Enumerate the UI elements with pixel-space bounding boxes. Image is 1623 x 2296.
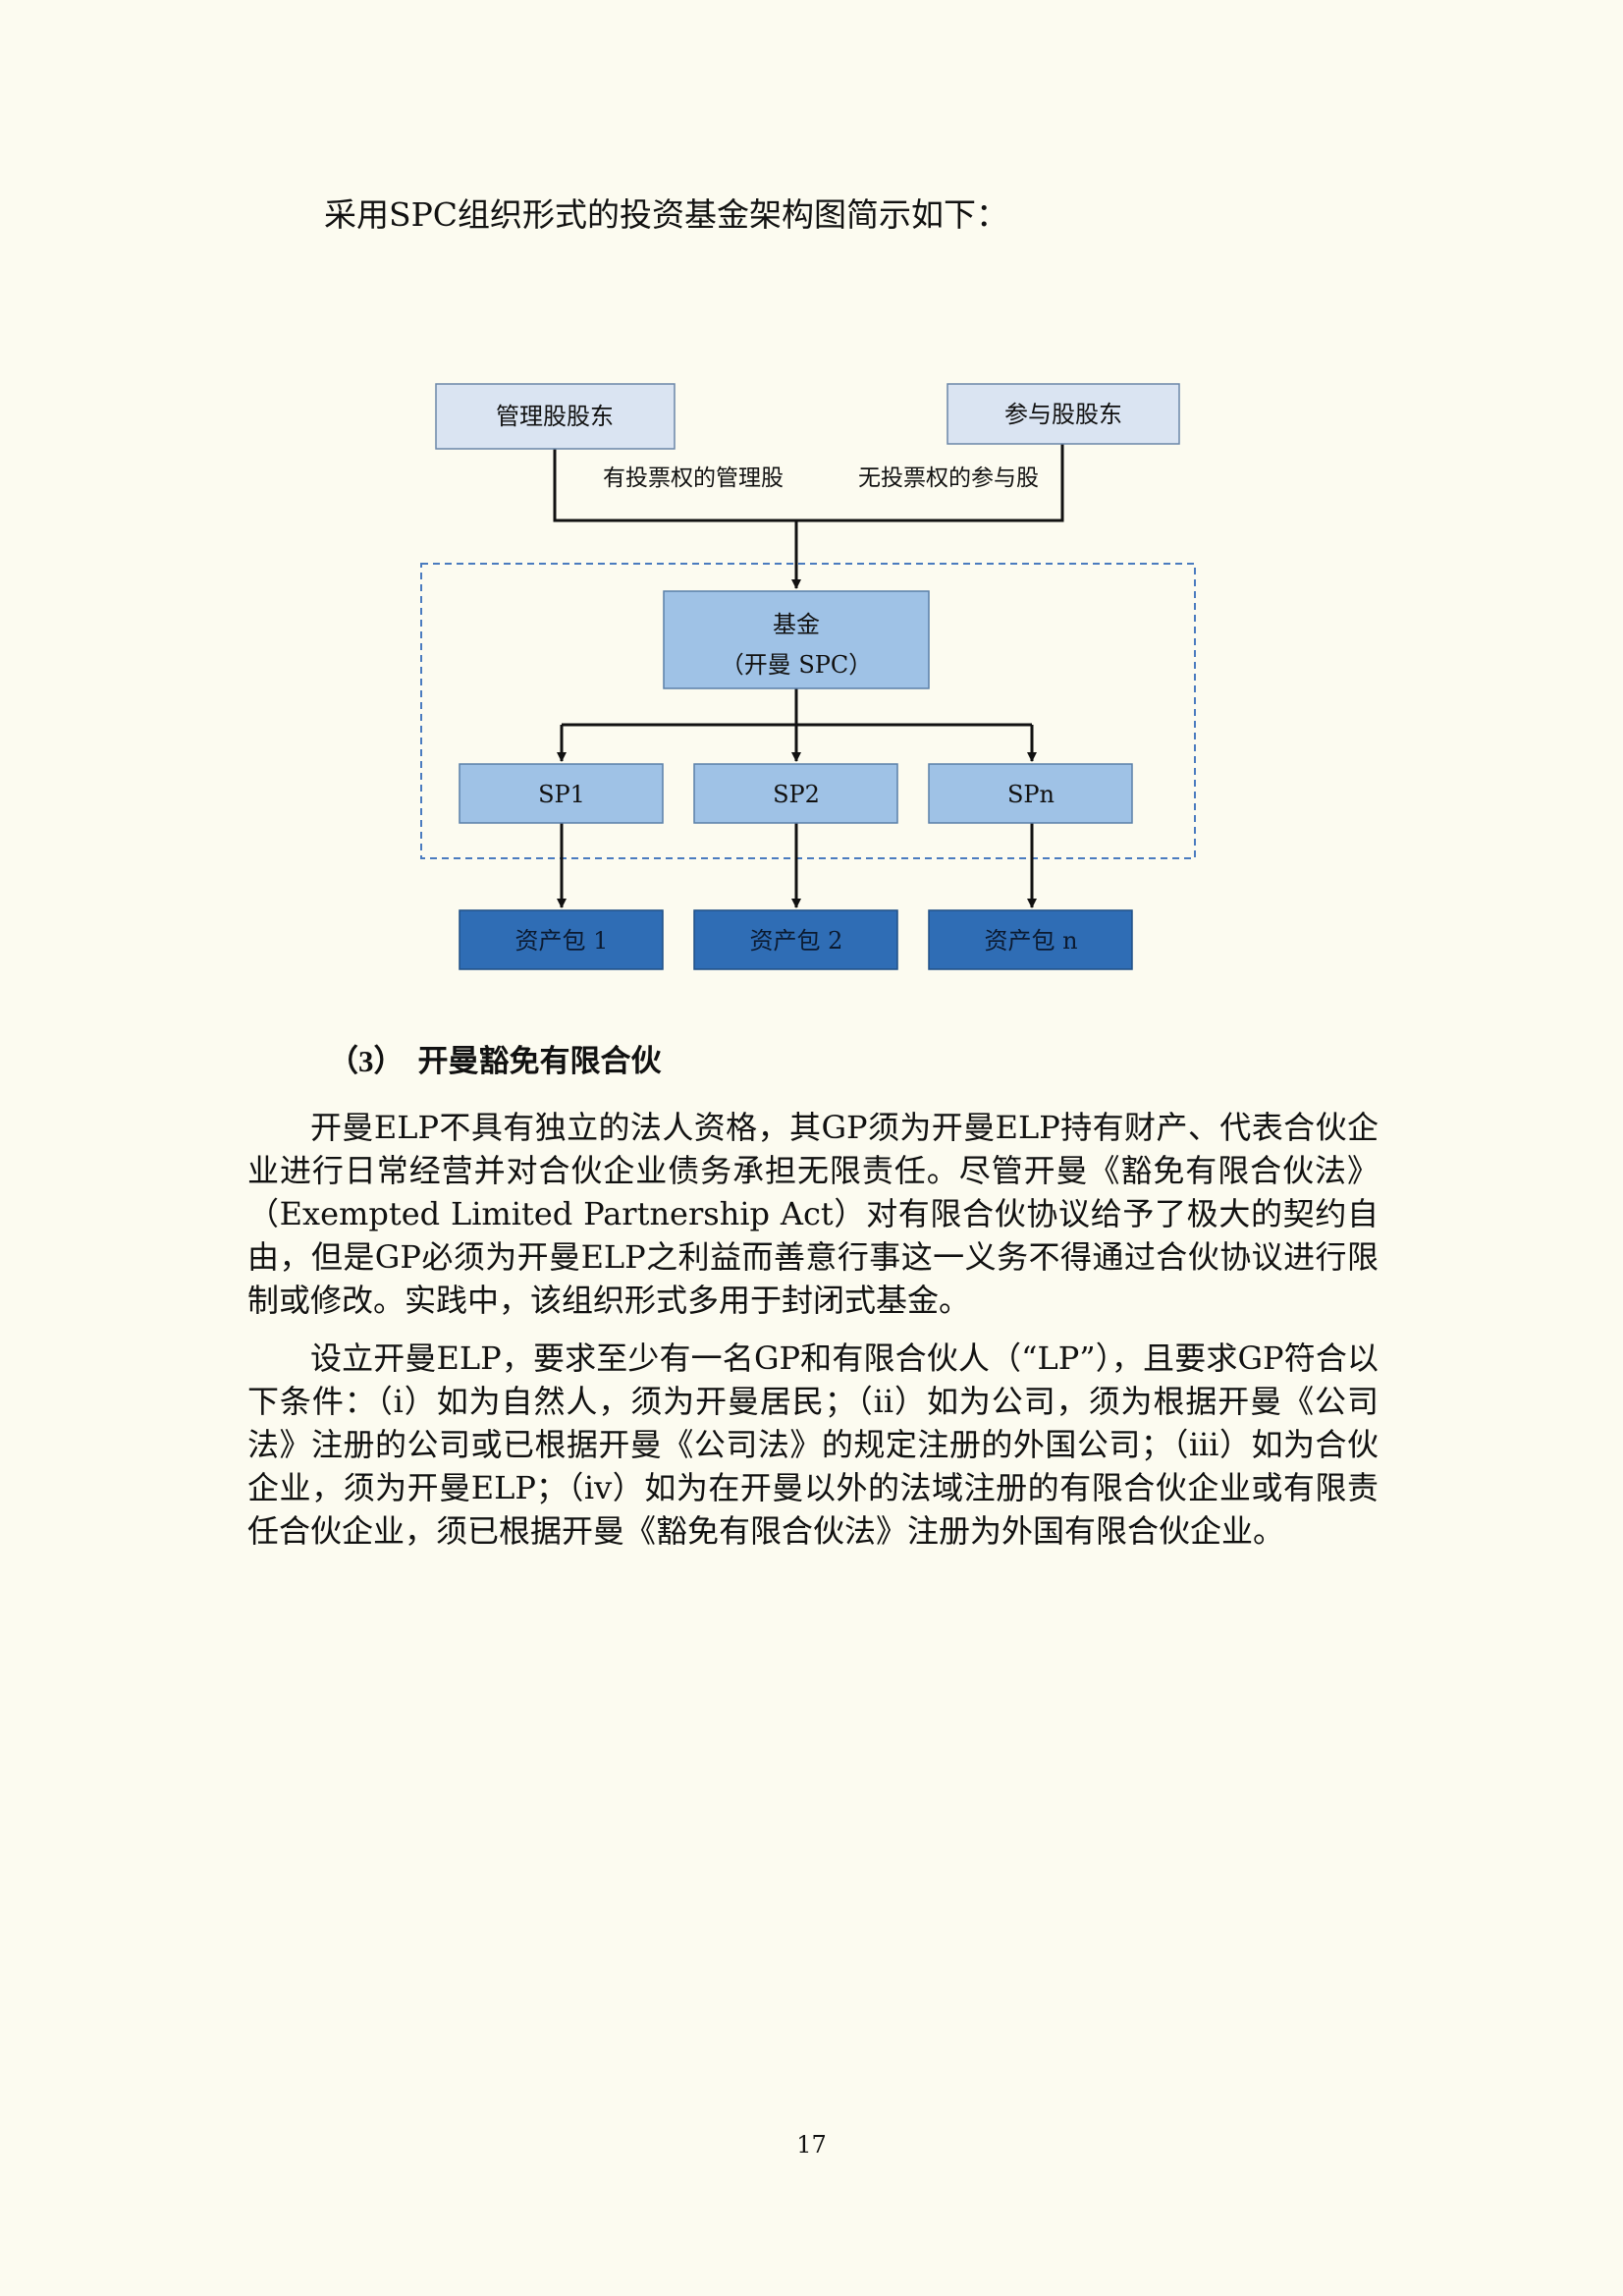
management-shareholder-box: 管理股股东 (435, 383, 676, 450)
portfolio-box-sp2: SP2 (693, 763, 898, 824)
participating-shareholder-label: 参与股股东 (1004, 401, 1122, 428)
connectors (553, 444, 1064, 908)
fund-sublabel: （开曼 SPC） (721, 651, 873, 679)
page-number: 17 (796, 2131, 827, 2159)
asset-box-1: 资产包 1 (459, 909, 664, 970)
management-connector (553, 444, 1064, 522)
fund-label: 基金 (773, 611, 820, 638)
section-heading: （3） 开曼豁免有限合伙 (328, 1036, 662, 1080)
intro-text: 采用SPC组织形式的投资基金架构图简示如下： (324, 195, 1009, 234)
section-title: 开曼豁免有限合伙 (417, 1044, 662, 1079)
portfolio-label: SPn (1007, 781, 1055, 808)
portfolio-label: SP2 (773, 781, 820, 808)
portfolio-box-sp1: SP1 (459, 763, 664, 824)
participating-shareholder-box: 参与股股东 (947, 383, 1180, 445)
asset-box-n: 资产包 n (928, 909, 1133, 970)
paragraph-elp-overview: 开曼ELP不具有独立的法人资格，其GP须为开曼ELP持有财产、代表合伙企业进行日… (247, 1109, 1379, 1319)
paragraph-elp-requirements: 设立开曼ELP，要求至少有一名GP和有限合伙人（“LP”），且要求GP符合以下条… (247, 1339, 1379, 1550)
non-voting-share-label: 无投票权的参与股 (858, 465, 1039, 491)
asset-box-2: 资产包 2 (693, 909, 898, 970)
asset-label: 资产包 n (984, 927, 1077, 955)
section-number: （3） (328, 1044, 405, 1078)
portfolio-label: SP1 (538, 781, 585, 808)
voting-share-label: 有投票权的管理股 (603, 465, 784, 491)
fund-group-border (420, 563, 1196, 859)
management-shareholder-label: 管理股股东 (496, 403, 614, 430)
portfolio-box-spn: SPn (928, 763, 1133, 824)
asset-label: 资产包 2 (750, 927, 843, 955)
fund-box: 基金 （开曼 SPC） (663, 590, 930, 689)
spc-structure-diagram: 管理股股东 参与股股东 有投票权的管理股 无投票权的参与股 基金 （开曼 SPC… (420, 383, 1196, 970)
asset-label: 资产包 1 (515, 927, 609, 955)
